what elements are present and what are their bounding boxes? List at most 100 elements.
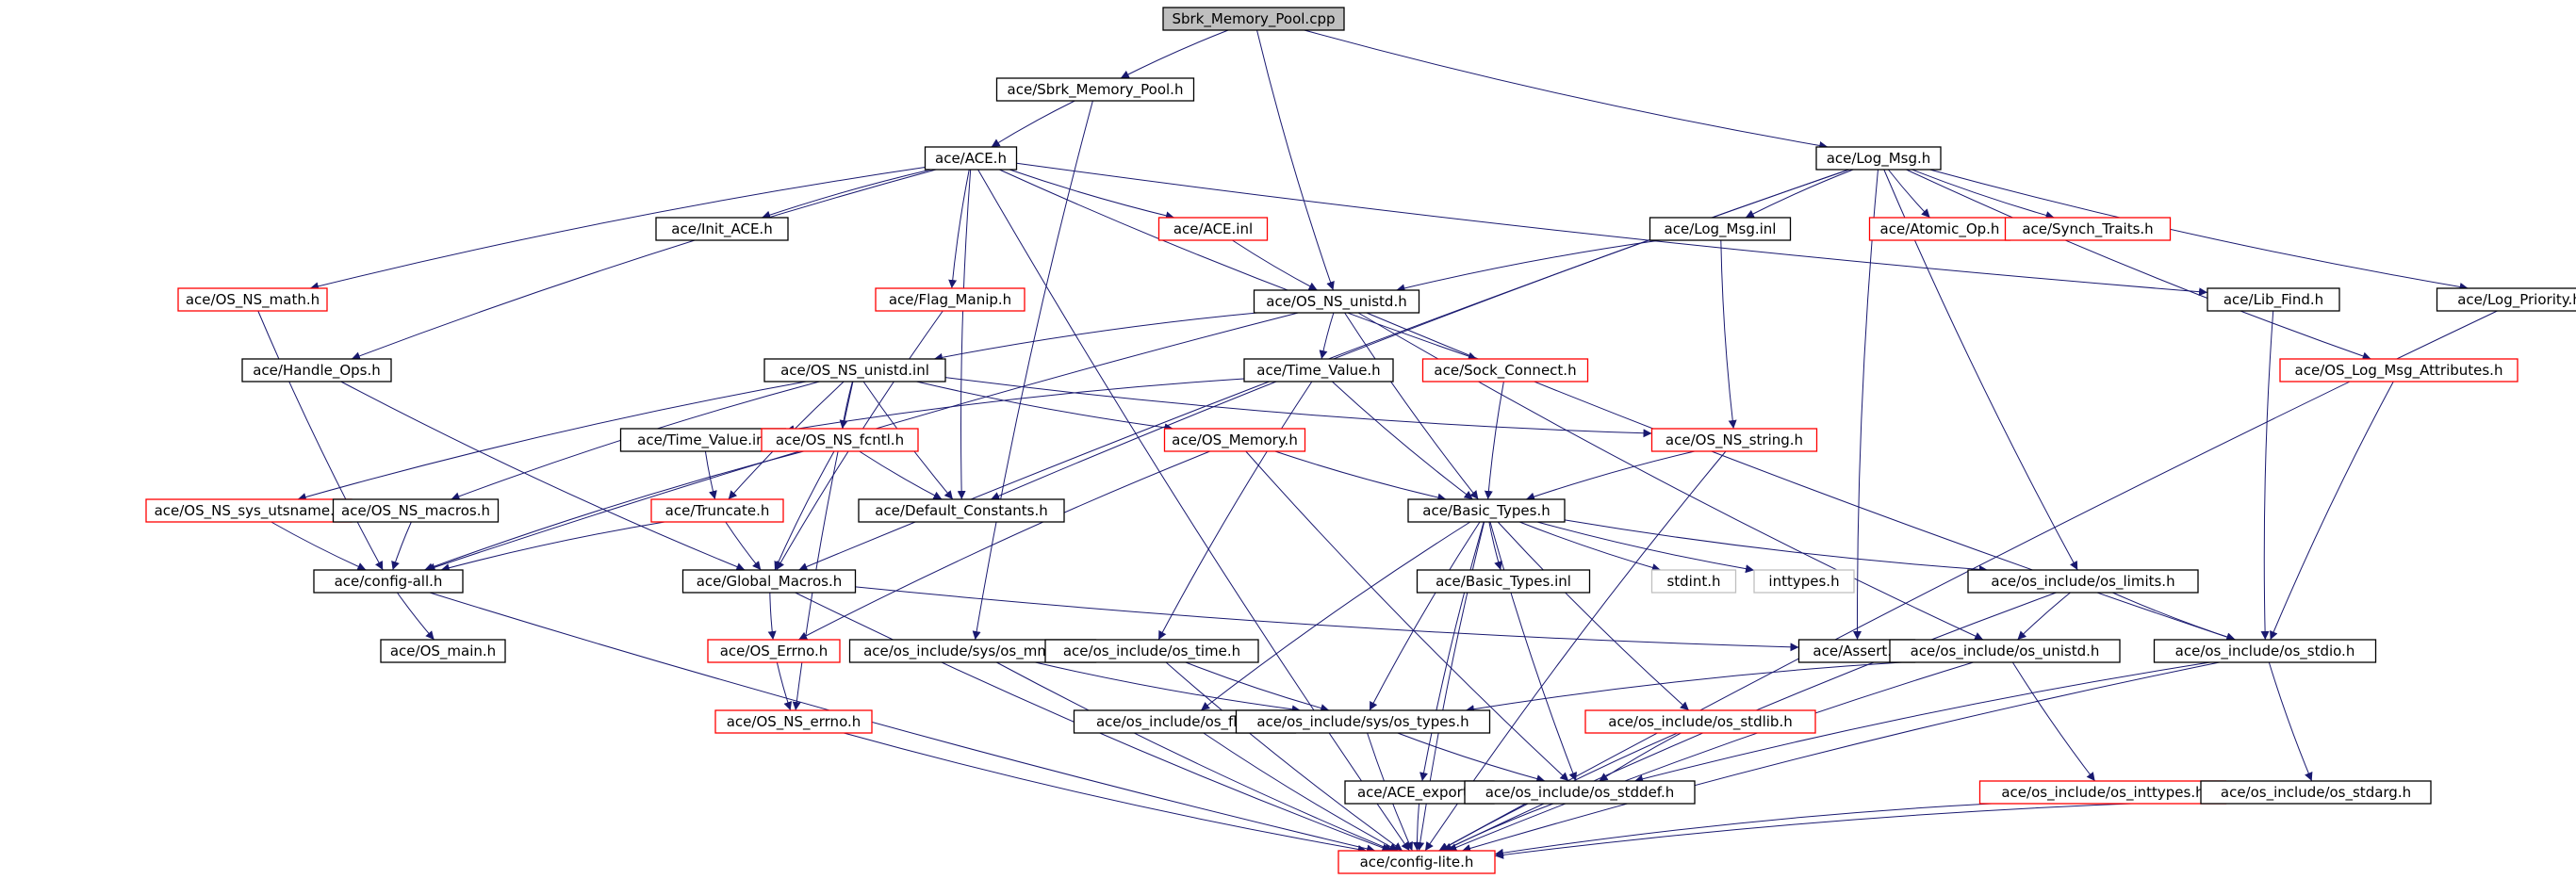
node-label: ace/OS_Log_Msg_Attributes.h: [2295, 362, 2503, 380]
node-truncate-h[interactable]: ace/Truncate.h: [650, 498, 784, 523]
edge-os-float-to-config-lite: [1203, 732, 1399, 852]
node-os-inttypes[interactable]: ace/os_include/os_inttypes.h: [1978, 780, 2227, 805]
node-lib-find[interactable]: ace/Lib_Find.h: [2207, 287, 2340, 312]
edge-os-unistd-to-config-lite: [1448, 661, 1974, 852]
node-os-ns-errno[interactable]: ace/OS_NS_errno.h: [714, 709, 873, 734]
node-basic-types-h[interactable]: ace/Basic_Types.h: [1407, 498, 1566, 523]
edge-basic-types-h-to-os-float: [1200, 521, 1471, 711]
node-label: ace/OS_NS_errno.h: [727, 713, 861, 731]
edge-os-ns-fcntl-to-default-constants: [859, 450, 943, 500]
edge-ace-h-to-flag-manip: [948, 169, 970, 289]
edge-os-limits-to-os-stdio: [2112, 592, 2236, 642]
node-synch-traits[interactable]: ace/Synch_Traits.h: [2004, 217, 2172, 241]
edge-os-ns-unistd-inl-to-os-ns-errno: [792, 381, 854, 711]
node-box: [875, 287, 1025, 312]
node-box: [1253, 289, 1420, 314]
edge-os-ns-unistd-h-to-os-ns-unistd-inl: [933, 312, 1258, 362]
node-box: [1584, 709, 1816, 734]
edge-ace-h-to-handle-ops: [351, 169, 937, 361]
node-label: ace/ACE.inl: [1173, 220, 1253, 237]
node-global-macros[interactable]: ace/Global_Macros.h: [681, 569, 857, 594]
edge-os-ns-unistd-inl-to-os-memory: [916, 381, 1173, 432]
node-stdint-h: stdint.h: [1650, 569, 1737, 594]
edge-sys-os-types-to-os-stddef: [1397, 732, 1546, 783]
node-box: [1416, 569, 1591, 594]
node-label: ace/Log_Msg.inl: [1665, 220, 1777, 238]
edge-basic-types-h-to-ace-export: [1419, 521, 1485, 782]
node-sock-connect[interactable]: ace/Sock_Connect.h: [1421, 358, 1589, 383]
node-config-all[interactable]: ace/config-all.h: [313, 569, 464, 594]
node-log-msg-h[interactable]: ace/Log_Msg.h: [1815, 146, 1942, 171]
node-os-errno[interactable]: ace/OS_Errno.h: [707, 639, 841, 663]
node-os-stddef[interactable]: ace/os_include/os_stddef.h: [1464, 780, 1696, 805]
edge-handle-ops-to-global-macros: [340, 381, 746, 571]
node-box: [763, 358, 946, 383]
node-init-ace[interactable]: ace/Init_ACE.h: [655, 217, 789, 241]
node-label: ace/os_include/os_stddef.h: [1485, 784, 1675, 802]
node-os-stdio[interactable]: ace/os_include/os_stdio.h: [2153, 639, 2377, 663]
node-os-ns-fcntl[interactable]: ace/OS_NS_fcntl.h: [761, 428, 919, 452]
node-os-memory[interactable]: ace/OS_Memory.h: [1163, 428, 1306, 452]
node-log-priority[interactable]: ace/Log_Priority.h: [2436, 287, 2576, 312]
node-os-ns-string[interactable]: ace/OS_NS_string.h: [1650, 428, 1818, 452]
node-box: [2200, 780, 2432, 805]
node-label: ace/OS_Errno.h: [720, 643, 829, 660]
node-os-ns-sys-utsname[interactable]: ace/OS_NS_sys_utsname.h: [145, 498, 353, 523]
node-basic-types-inl[interactable]: ace/Basic_Types.inl: [1416, 569, 1591, 594]
node-box: [650, 498, 784, 523]
node-atomic-op[interactable]: ace/Atomic_Op.h: [1868, 217, 2011, 241]
node-label: ace/Lib_Find.h: [2223, 291, 2323, 309]
node-sbrk-cpp[interactable]: Sbrk_Memory_Pool.cpp: [1162, 7, 1345, 31]
node-box: [2436, 287, 2576, 312]
edge-os-memory-to-os-errno: [797, 450, 1210, 641]
edge-log-msg-h-to-log-priority: [1929, 169, 2469, 291]
node-os-log-msg-attr[interactable]: ace/OS_Log_Msg_Attributes.h: [2279, 358, 2519, 383]
edge-os-stdio-to-os-stddef: [1634, 661, 2210, 784]
node-os-ns-unistd-inl[interactable]: ace/OS_NS_unistd.inl: [763, 358, 946, 383]
edge-log-msg-h-to-synch-traits: [1911, 169, 2055, 220]
node-label: ace/OS_NS_unistd.h: [1266, 293, 1406, 311]
node-os-unistd[interactable]: ace/os_include/os_unistd.h: [1889, 639, 2121, 663]
node-default-constants[interactable]: ace/Default_Constants.h: [858, 498, 1065, 523]
node-os-main[interactable]: ace/OS_main.h: [380, 639, 506, 663]
node-log-msg-inl[interactable]: ace/Log_Msg.inl: [1649, 217, 1792, 241]
node-ace-inl[interactable]: ace/ACE.inl: [1157, 217, 1269, 241]
node-os-stdlib[interactable]: ace/os_include/os_stdlib.h: [1584, 709, 1816, 734]
node-sys-os-types[interactable]: ace/os_include/sys/os_types.h: [1235, 709, 1491, 734]
node-os-ns-math[interactable]: ace/OS_NS_math.h: [177, 287, 328, 312]
edge-os-log-msg-attr-to-os-stdio: [2270, 381, 2394, 641]
node-box: [1978, 780, 2227, 805]
node-label: ace/config-lite.h: [1360, 854, 1474, 871]
edge-lib-find-to-os-stdio: [2260, 310, 2274, 641]
node-label: Sbrk_Memory_Pool.cpp: [1173, 10, 1336, 28]
edge-ace-h-to-lib-find: [1016, 162, 2208, 297]
node-os-limits[interactable]: ace/os_include/os_limits.h: [1967, 569, 2199, 594]
edge-ace-h-to-sock-connect: [999, 169, 1477, 361]
edge-os-limits-to-os-unistd: [2017, 592, 2071, 641]
node-os-time[interactable]: ace/os_include/os_time.h: [1044, 639, 1259, 663]
node-os-stdarg[interactable]: ace/os_include/os_stdarg.h: [2200, 780, 2432, 805]
node-box: [1157, 217, 1269, 241]
edge-ace-h-to-init-ace: [762, 169, 931, 220]
edge-os-ns-string-to-basic-types-h: [1525, 450, 1696, 501]
node-inttypes-h: inttypes.h: [1753, 569, 1855, 594]
edge-os-stdarg-to-config-lite: [1494, 800, 2202, 859]
node-sbrk-h[interactable]: ace/Sbrk_Memory_Pool.h: [995, 77, 1195, 102]
edge-ace-export-to-config-lite: [1412, 803, 1421, 852]
node-handle-ops[interactable]: ace/Handle_Ops.h: [241, 358, 392, 383]
node-flag-manip[interactable]: ace/Flag_Manip.h: [875, 287, 1025, 312]
node-config-lite[interactable]: ace/config-lite.h: [1337, 850, 1496, 874]
node-box: [655, 217, 789, 241]
edge-config-all-to-os-main: [396, 592, 435, 641]
node-os-ns-unistd-h[interactable]: ace/OS_NS_unistd.h: [1253, 289, 1420, 314]
node-label: ace/os_include/os_float.h: [1096, 713, 1273, 731]
node-box: [1650, 569, 1737, 594]
node-ace-h[interactable]: ace/ACE.h: [924, 146, 1018, 171]
node-time-value-h[interactable]: ace/Time_Value.h: [1243, 358, 1394, 383]
node-time-value-inl[interactable]: ace/Time_Value.inl: [619, 428, 787, 452]
edge-log-priority-to-config-lite: [1438, 310, 2498, 852]
node-label: ace/ACE_export.h: [1357, 784, 1482, 802]
node-label: ace/os_include/os_unistd.h: [1911, 643, 2100, 660]
node-os-ns-macros[interactable]: ace/OS_NS_macros.h: [332, 498, 500, 523]
edge-config-all-to-config-lite: [429, 592, 1376, 854]
